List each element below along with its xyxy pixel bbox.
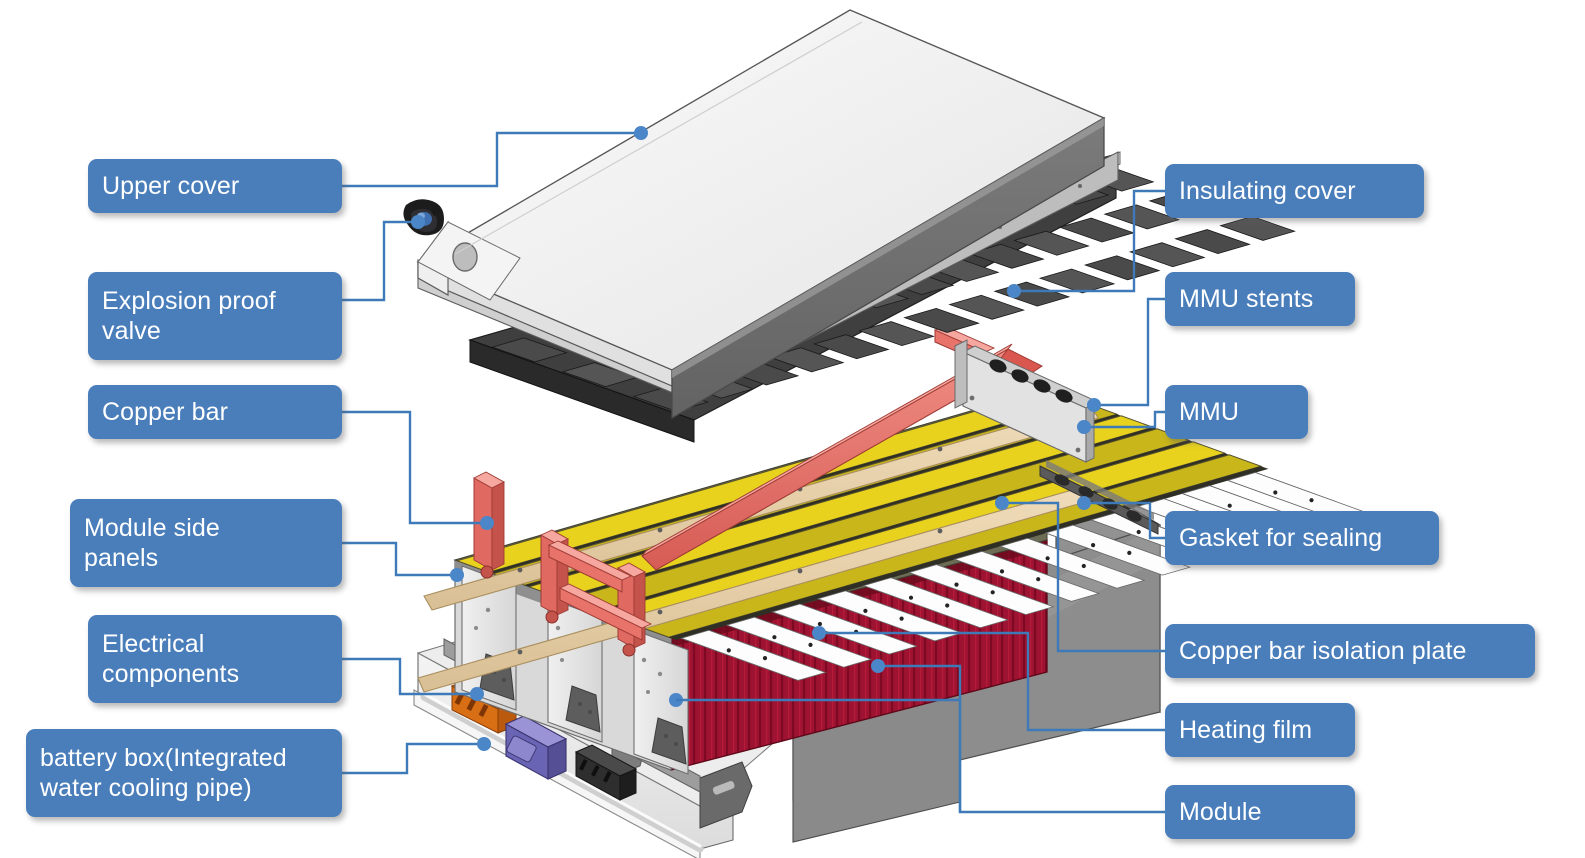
label-copper-bar[interactable]: Copper bar <box>88 385 342 439</box>
module-pad-terminal <box>954 582 959 587</box>
leader-upper-cover <box>341 131 641 188</box>
module-pad-terminal <box>726 648 731 653</box>
upper-cover-port <box>452 242 478 272</box>
label-insulating-cover[interactable]: Insulating cover <box>1165 164 1424 218</box>
module-pad-terminal <box>1036 577 1041 582</box>
insulating-cover-pocket <box>812 334 890 360</box>
insulating-cover-pocket <box>903 307 980 333</box>
module-pad-terminal <box>1309 498 1314 503</box>
module-connector-pad <box>1044 524 1192 576</box>
module-pad-terminal <box>1081 563 1086 569</box>
label-heating-film[interactable]: Heating film <box>1165 703 1355 757</box>
mmu-stents <box>989 359 1073 403</box>
insulating-cover-pocket <box>858 321 935 347</box>
module-pad-terminal <box>1127 550 1132 556</box>
insulating-cover-pocket <box>1013 230 1090 256</box>
leader-insulating-cover <box>1014 189 1165 293</box>
label-module[interactable]: Module <box>1165 785 1355 839</box>
insulating-cover-pocket <box>1219 215 1296 241</box>
insulating-cover-pocket <box>491 337 568 363</box>
module-connector-pad <box>953 550 1100 602</box>
module-pad-terminal <box>1045 556 1050 561</box>
copper-bar-cross-link <box>547 540 633 593</box>
module-pad-terminal <box>1227 503 1232 508</box>
heating-film-top-edge <box>671 540 1047 647</box>
module-connector-pad <box>771 603 918 655</box>
leader-explosion-proof-valve <box>341 220 418 302</box>
copper-bar-main-top <box>641 343 1013 557</box>
label-mmu[interactable]: MMU <box>1165 385 1308 439</box>
insulating-cover-left <box>469 339 695 443</box>
label-copper-bar-isolation-plate[interactable]: Copper bar isolation plate <box>1165 624 1535 678</box>
leader-copper-bar-isolation <box>1002 501 1165 653</box>
label-electrical-components[interactable]: Electrical components <box>88 615 342 703</box>
module-pad-terminal <box>863 608 868 614</box>
leader-mmu-stents <box>1094 297 1165 407</box>
module-side-panel <box>633 629 689 775</box>
module-connector-pad <box>907 564 1055 616</box>
insulating-cover-pocket <box>1174 229 1251 255</box>
module-pad-terminal <box>808 642 813 648</box>
upper-cover-group <box>416 9 1119 420</box>
module-pad-terminal <box>999 569 1005 574</box>
insulating-cover-pocket <box>767 347 845 373</box>
module-pad-terminal <box>817 621 823 627</box>
copper-bar-group <box>473 325 1043 657</box>
insulating-cover-pocket <box>948 294 1026 320</box>
module-pad-terminal <box>1136 529 1141 535</box>
mmu-left-bracket <box>954 339 968 409</box>
label-upper-cover[interactable]: Upper cover <box>88 159 342 213</box>
upper-cover-right-face-hilite <box>672 118 1104 378</box>
module-pad-terminal <box>762 656 768 661</box>
module-connector-pad <box>725 616 873 668</box>
label-explosion-proof-valve[interactable]: Explosion proof valve <box>88 272 342 360</box>
tray-bracket-slots <box>712 780 735 795</box>
label-battery-box[interactable]: battery box(Integrated water cooling pip… <box>26 729 342 817</box>
insulating-cover-pocket <box>1038 268 1116 294</box>
label-gasket-for-sealing[interactable]: Gasket for sealing <box>1165 511 1439 565</box>
module-pad-terminal <box>899 616 904 621</box>
module-pad-terminal <box>945 603 950 608</box>
isolation-plate-fasteners <box>517 446 943 655</box>
module-foot-leader <box>676 698 962 812</box>
leader-endpoint-dots <box>411 126 1101 751</box>
leader-mmu <box>1084 410 1165 429</box>
upper-cover-score-line <box>454 21 863 255</box>
label-mmu-stents[interactable]: MMU stents <box>1165 272 1355 326</box>
gasket-for-sealing <box>1039 460 1159 535</box>
module-pad-terminal <box>1273 490 1278 495</box>
electrical-black-connector <box>574 744 638 801</box>
leader-module-side-panels <box>341 541 457 577</box>
insulating-cover-pocket <box>968 243 1045 269</box>
label-module-side-panels[interactable]: Module side panels <box>70 499 342 587</box>
mmu-plate-fasteners <box>969 395 1081 453</box>
mmu-assembly <box>954 339 1100 463</box>
module-connector-pad <box>999 537 1146 589</box>
leader-copper-bar <box>341 410 487 525</box>
leader-battery-box <box>341 742 484 775</box>
module-pad-terminal <box>908 595 914 600</box>
module-connector-pad <box>862 577 1009 629</box>
module-pad-terminal <box>772 635 777 640</box>
insulating-cover-pocket <box>1128 242 1206 268</box>
module-connector-pad <box>680 629 827 681</box>
insulating-cover-pocket <box>1083 255 1161 281</box>
leader-electrical-components <box>341 657 477 696</box>
electrical-violet-module <box>504 715 568 780</box>
module-pad-terminal <box>990 590 995 595</box>
copper-bar-cross-link <box>558 583 653 641</box>
leader-gasket-for-sealing <box>1084 501 1165 540</box>
module-pad-terminal <box>1091 543 1096 548</box>
leader-heating-film <box>819 631 1165 732</box>
